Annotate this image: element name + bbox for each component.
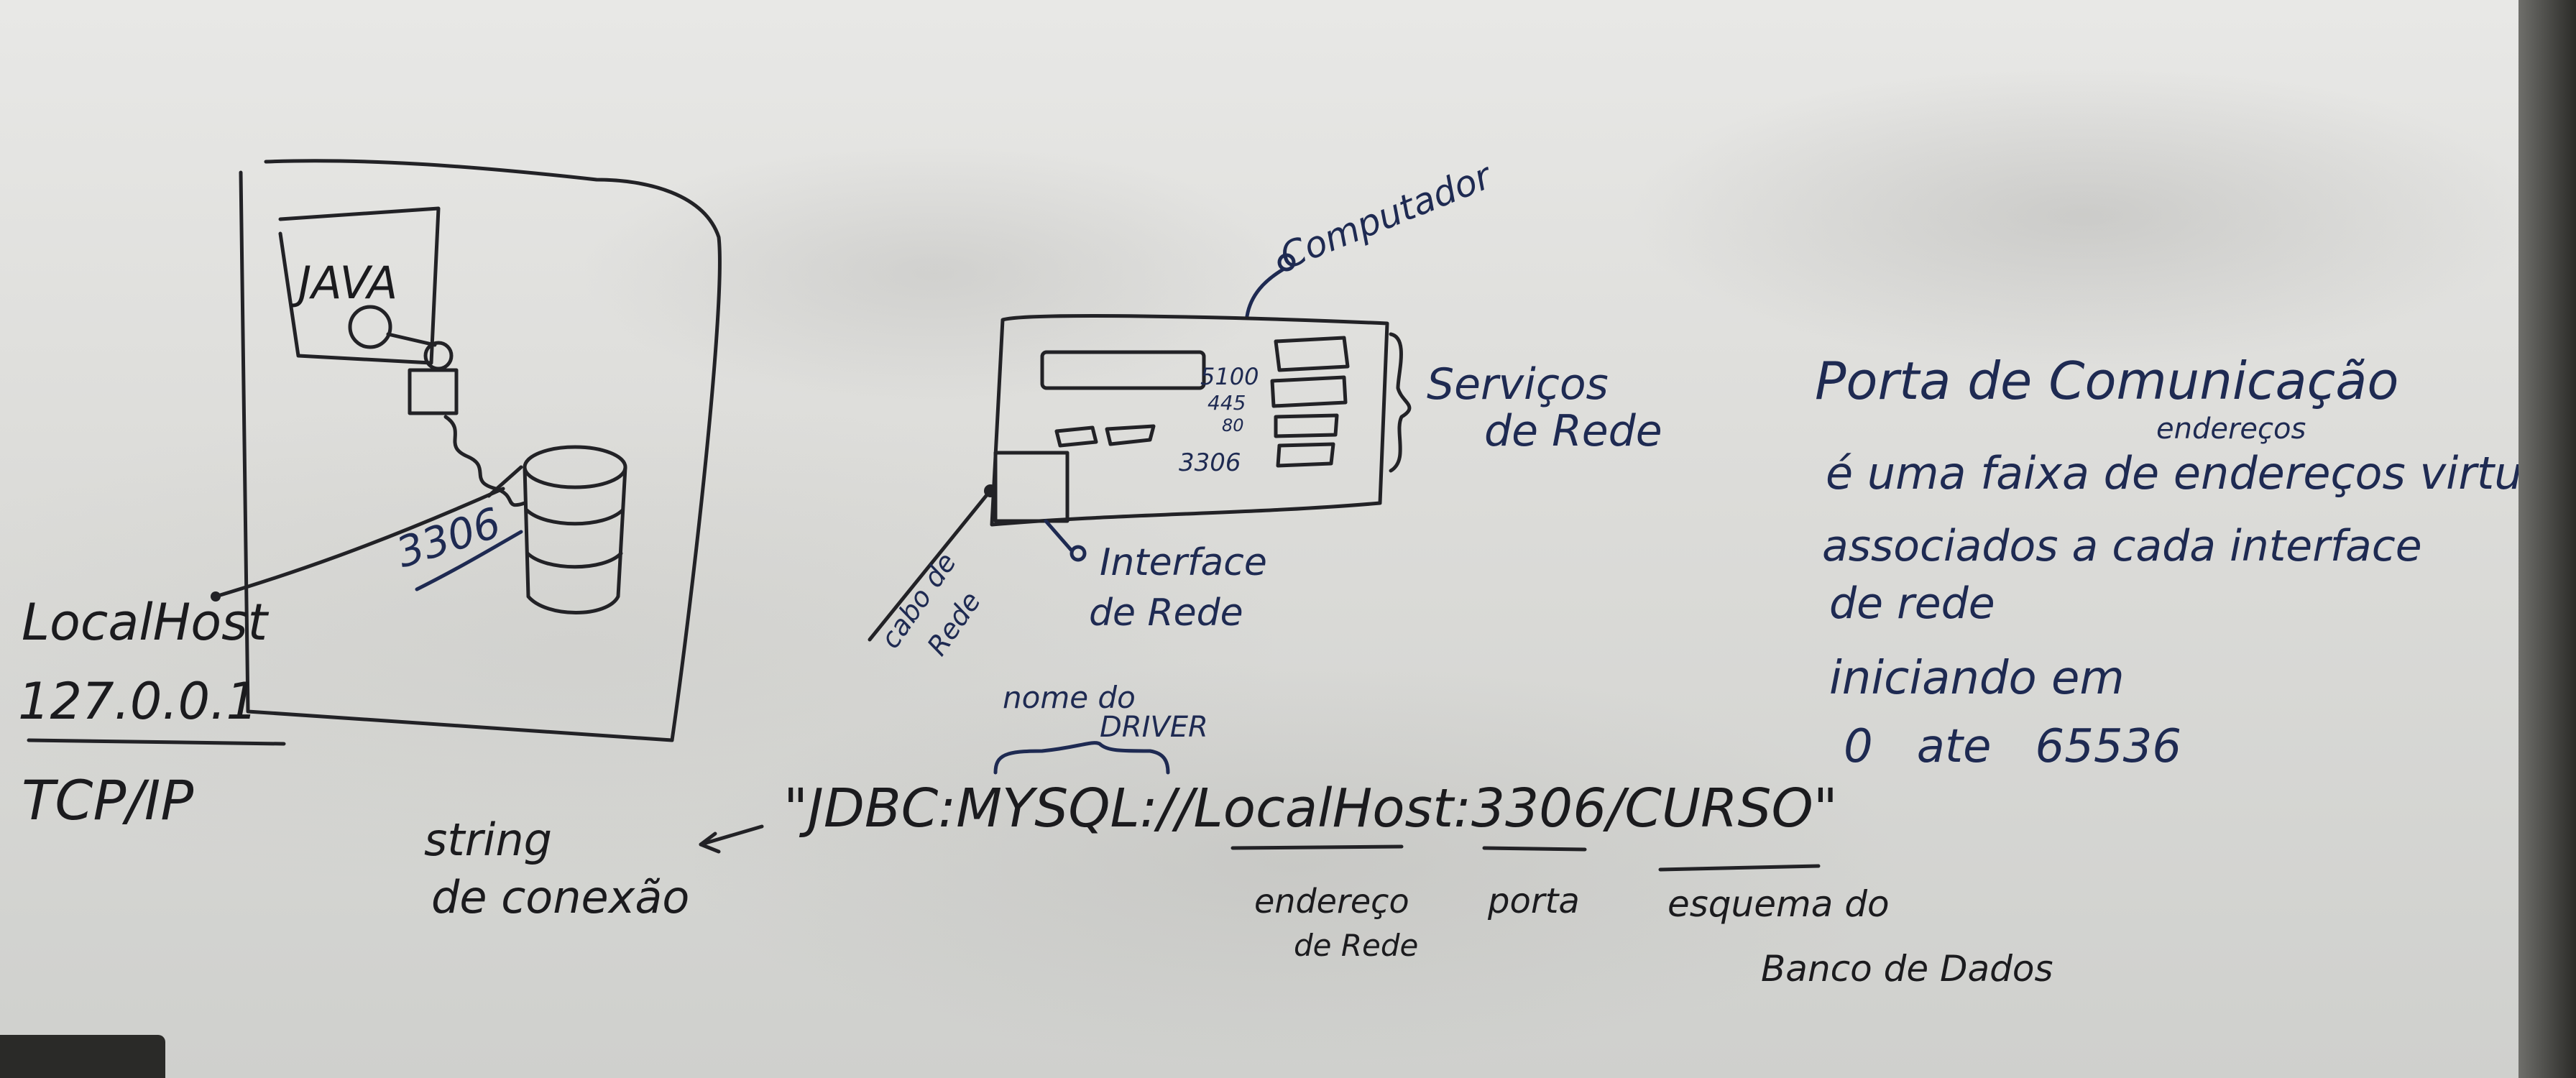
address-note-1: endereço — [1254, 882, 1409, 921]
localhost-label: LocalHost — [22, 593, 270, 652]
port-5100: 5100 — [1200, 363, 1259, 390]
left-diagram: JAVA 3306 LocalHost 127.0.0 — [18, 159, 722, 832]
cable-squiggle — [443, 415, 527, 507]
string-label-1: string — [424, 814, 552, 866]
string-arrow — [699, 824, 764, 847]
port-note: porta — [1487, 881, 1580, 921]
driver-note-2: DRIVER — [1100, 711, 1208, 744]
marker-tray — [0, 1035, 165, 1078]
services-label-1: Serviços — [1427, 359, 1609, 410]
port-underline-2 — [1482, 846, 1587, 852]
localhost-pointer-dot — [211, 591, 221, 602]
computer-label-dot — [1277, 253, 1296, 272]
driver-box — [408, 368, 459, 415]
network-panel — [1040, 350, 1206, 390]
address-note-2: de Rede — [1294, 928, 1418, 963]
right-line-3: associados a cada interface — [1822, 521, 2422, 571]
arrow-block-1 — [1054, 425, 1098, 448]
interface-label-dot — [1070, 545, 1087, 562]
localhost-pointer — [213, 487, 505, 599]
port-80: 80 — [1222, 415, 1244, 436]
interface-label-1: Interface — [1100, 541, 1267, 584]
service-slot-1 — [1274, 336, 1350, 372]
ip-underline — [27, 738, 286, 746]
interface-label-2: de Rede — [1089, 591, 1243, 635]
address-underline — [1230, 844, 1404, 850]
port-underline — [415, 530, 523, 591]
cable-plug — [984, 484, 997, 497]
driver-connector-circle — [423, 341, 454, 371]
schema-note-2: Banco de Dados — [1761, 948, 2053, 990]
java-connector-circle — [348, 305, 392, 349]
computer-box — [990, 314, 1389, 527]
java-connector-line — [386, 332, 437, 347]
port-445: 445 — [1208, 391, 1246, 415]
network-cable — [868, 487, 994, 642]
right-line-5: iniciando em — [1829, 652, 2125, 705]
java-label: JAVA — [290, 257, 397, 309]
java-box — [278, 206, 441, 365]
right-line-4: de rede — [1829, 579, 1995, 629]
computer-label: Computador — [1274, 155, 1499, 277]
schema-underline — [1658, 864, 1821, 872]
services-label-2: de Rede — [1484, 406, 1662, 456]
schema-note-1: esquema do — [1668, 883, 1890, 925]
right-superscript: endereços — [2156, 413, 2306, 446]
service-slot-2 — [1270, 375, 1348, 408]
arrow-block-2 — [1105, 424, 1156, 446]
driver-brace — [993, 741, 1170, 775]
interface-box — [993, 451, 1070, 523]
connection-string-section: nome do DRIVER "JDBC:MYSQL://LocalHost:3… — [424, 680, 2053, 990]
services-brace — [1389, 332, 1412, 473]
service-slot-4 — [1276, 442, 1335, 468]
database-icon — [523, 445, 627, 614]
port-3306-left: 3306 — [390, 498, 506, 577]
computer-pointer — [1245, 267, 1285, 318]
middle-diagram: Computador 5100 445 80 3306 Serviços de … — [868, 155, 1662, 661]
right-line-6: 0 ate 65536 — [1844, 720, 2181, 773]
machine-boundary — [239, 159, 722, 742]
interface-pointer — [1044, 519, 1073, 552]
connection-string: "JDBC:MYSQL://LocalHost:3306/CURSO" — [783, 778, 1838, 839]
string-arrow-head — [699, 831, 721, 854]
right-line-1: Porta de Comunicação — [1815, 351, 2398, 411]
ip-label: 127.0.0.1 — [18, 672, 258, 731]
whiteboard-frame — [2518, 0, 2576, 1078]
right-text-section: Porta de Comunicação endereços é uma fai… — [1815, 351, 2576, 773]
protocol-label: TCP/IP — [22, 768, 193, 832]
driver-note-1: nome do — [1003, 680, 1136, 715]
string-label-2: de conexão — [431, 871, 689, 923]
port-3306-middle: 3306 — [1179, 448, 1241, 477]
service-slot-3 — [1274, 413, 1339, 438]
right-line-2: é uma faixa de endereços virtuais — [1826, 447, 2576, 499]
